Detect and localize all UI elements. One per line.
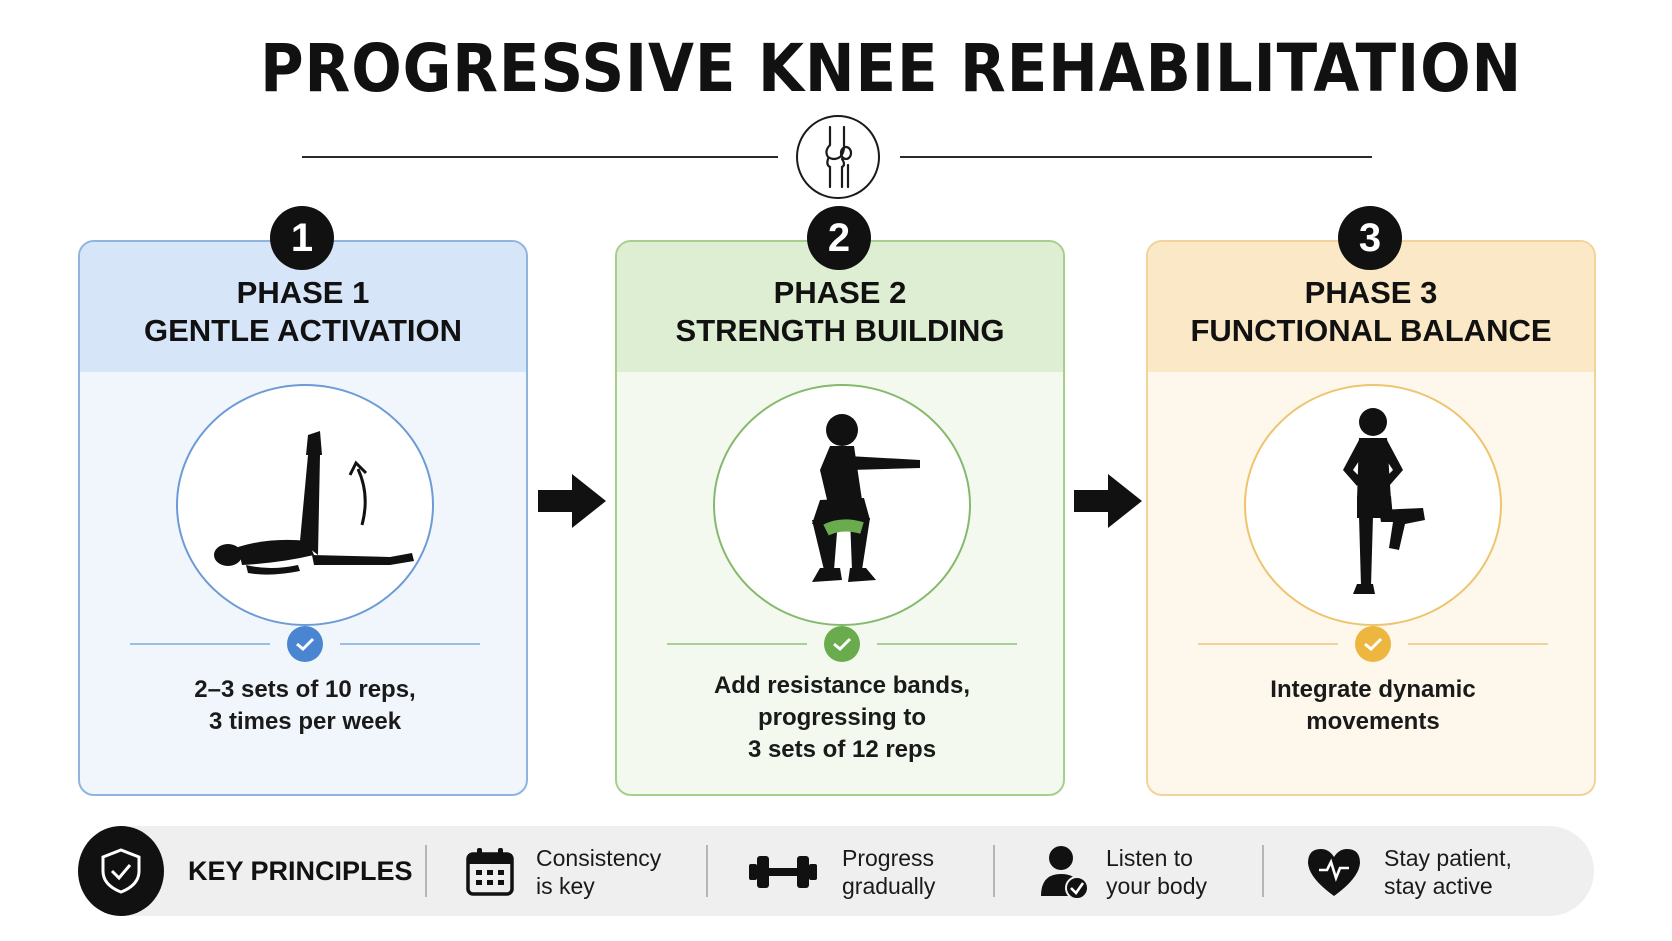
phase-description: Integrate dynamic movements — [1270, 676, 1476, 735]
divider — [130, 643, 270, 645]
shield-check-icon — [78, 826, 164, 916]
divider — [667, 643, 807, 645]
phase-card-1: PHASE 1 GENTLE ACTIVATION 2–3 sets of 10… — [78, 240, 528, 796]
knee-joint-icon — [796, 115, 880, 199]
phase-name: FUNCTIONAL BALANCE — [1190, 313, 1552, 348]
phase-name: STRENGTH BUILDING — [675, 313, 1005, 348]
straight-leg-raise-icon — [176, 384, 434, 626]
check-icon — [287, 626, 323, 662]
principle-text: Stay patient, stay active — [1384, 845, 1512, 899]
check-icon — [824, 626, 860, 662]
separator — [1262, 845, 1264, 897]
banded-squat-icon — [713, 384, 971, 626]
separator — [706, 845, 708, 897]
divider — [1198, 643, 1338, 645]
arrow-right-icon — [1074, 474, 1142, 528]
phase-description: Add resistance bands, progressing to 3 s… — [713, 672, 971, 763]
heart-pulse-icon — [1304, 844, 1364, 900]
phase-label: PHASE 3 — [1304, 275, 1438, 310]
separator — [993, 845, 995, 897]
divider — [877, 643, 1017, 645]
principle-text: Listen to your body — [1106, 845, 1208, 899]
single-leg-balance-icon — [1244, 384, 1502, 626]
title-rule-left — [302, 156, 778, 158]
phase-card-2: PHASE 2 STRENGTH BUILDING Add resistance… — [615, 240, 1065, 796]
phase-label: PHASE 2 — [773, 275, 907, 310]
phase-label: PHASE 1 — [236, 275, 370, 310]
check-icon — [1355, 626, 1391, 662]
person-check-icon — [1036, 844, 1092, 900]
divider — [340, 643, 480, 645]
phase-header: PHASE 2 STRENGTH BUILDING — [617, 242, 1063, 372]
key-principles-title: KEY PRINCIPLES — [188, 856, 413, 886]
phase-description: 2–3 sets of 10 reps, 3 times per week — [194, 676, 416, 735]
phase-number-badge: 3 — [1338, 206, 1402, 270]
principle-text: Consistency is key — [536, 845, 662, 899]
phase-number-badge: 1 — [270, 206, 334, 270]
page-title: PROGRESSIVE KNEE REHABILITATION — [260, 30, 1523, 107]
arrow-right-icon — [538, 474, 606, 528]
phase-number-badge: 2 — [807, 206, 871, 270]
divider — [1408, 643, 1548, 645]
separator — [425, 845, 427, 897]
dumbbell-icon — [746, 844, 820, 900]
title-rule-right — [900, 156, 1372, 158]
principle-text: Progress gradually — [842, 845, 936, 899]
phase-name: GENTLE ACTIVATION — [143, 313, 463, 348]
phase-card-3: PHASE 3 FUNCTIONAL BALANCE Integrate dyn… — [1146, 240, 1596, 796]
calendar-icon — [462, 844, 518, 900]
